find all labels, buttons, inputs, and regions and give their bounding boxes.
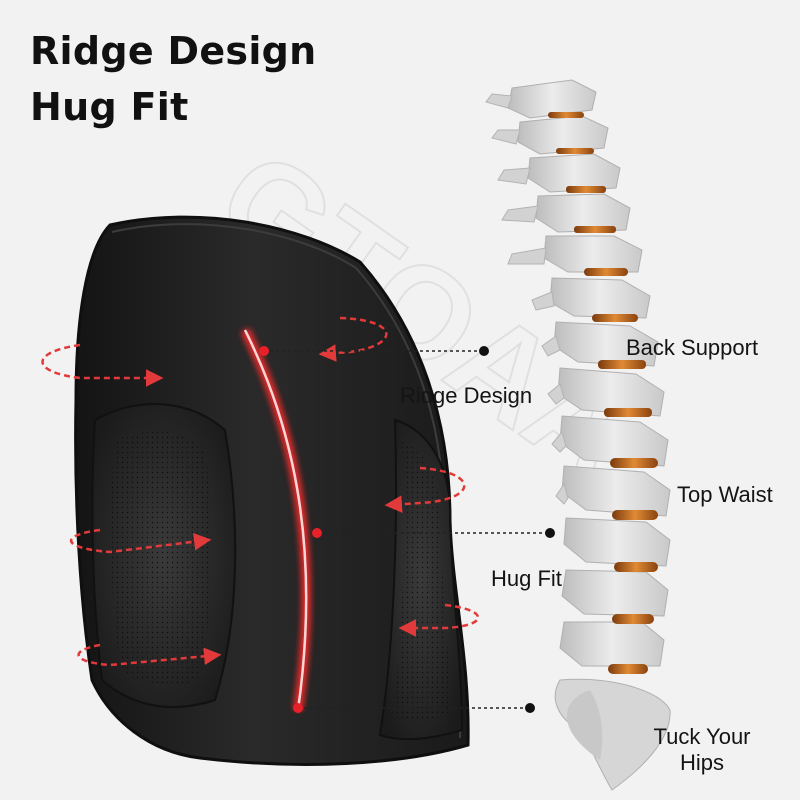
callout-top-waist: Top Waist — [677, 482, 773, 507]
leader-dot-bottom-start — [293, 703, 303, 713]
arrow-lower-right — [398, 603, 480, 637]
arrow-mid-left — [69, 528, 212, 554]
leader-dot-bottom-end — [525, 703, 535, 713]
callout-tuck-your-hips-line2: Hips — [679, 750, 724, 775]
spine-illustration — [485, 79, 671, 791]
leader-dot-middle-start — [312, 528, 322, 538]
intervertebral-discs — [548, 112, 658, 674]
callout-tuck-your-hips-line1: Tuck Your — [653, 724, 751, 749]
pelvis-wing — [566, 690, 603, 760]
arrow-mid-right — [384, 466, 466, 513]
callout-hug-fit: Hug Fit — [491, 566, 562, 591]
ridge-line — [243, 329, 308, 711]
rotation-arrows — [41, 316, 480, 667]
callout-back-support: Back Support — [626, 335, 759, 360]
vertebra-processes — [485, 93, 569, 505]
left-bolster-perforation — [110, 431, 212, 685]
leader-dot-middle-end — [545, 528, 555, 538]
arrow-upper-left — [41, 343, 164, 387]
leader-dot-top-start — [259, 346, 269, 356]
leader-lines — [259, 346, 555, 713]
leader-dot-top-end — [479, 346, 489, 356]
headline-hug-fit: Hug Fit — [30, 85, 189, 129]
callout-ridge-design: Ridge Design — [400, 383, 533, 408]
callout-tuck-your-hips: Tuck Your Hips — [632, 724, 772, 776]
right-bolster-perforation — [392, 440, 450, 721]
vertebrae-stack — [507, 79, 671, 667]
headline-ridge-design: Ridge Design — [30, 29, 317, 73]
arrow-upper-right — [318, 316, 388, 362]
